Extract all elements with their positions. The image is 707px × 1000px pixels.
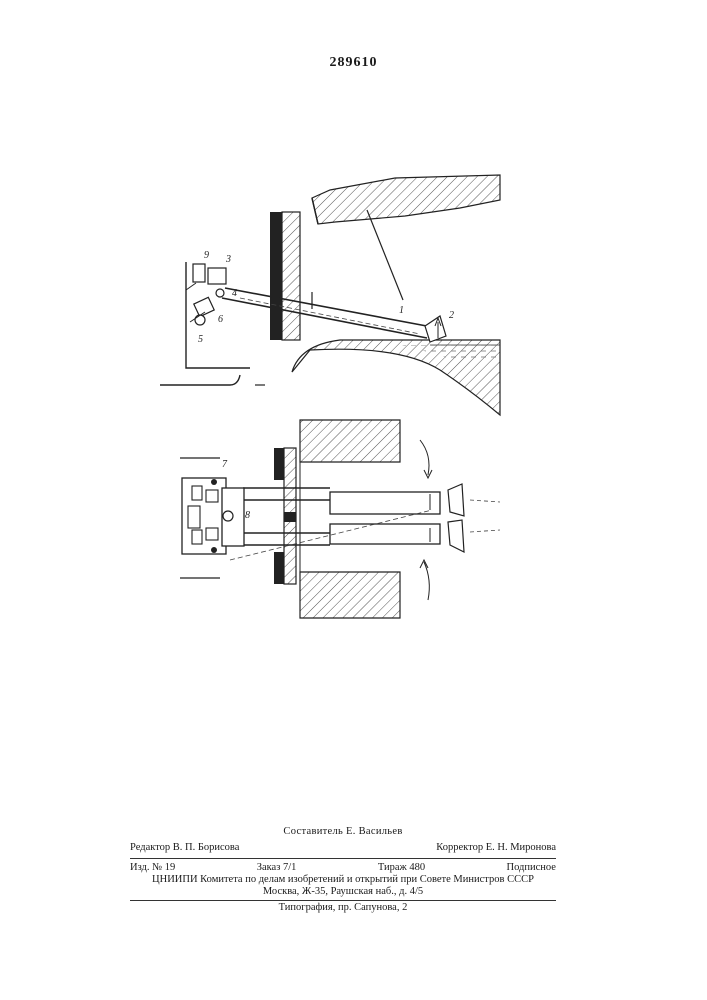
corrector: Корректор Е. Н. Миронова xyxy=(436,842,556,853)
divider-top xyxy=(130,858,556,859)
side-view: 9 3 4 6 5 1 2 xyxy=(160,175,500,415)
upper-rock xyxy=(300,420,400,462)
label-5: 5 xyxy=(198,334,203,345)
label-6: 6 xyxy=(218,314,223,325)
label-1: 1 xyxy=(399,305,404,316)
divider-bottom xyxy=(130,900,556,901)
rock-ceiling xyxy=(312,175,500,224)
credits-compiler-row: Составитель Е. Васильев xyxy=(130,826,556,837)
printing: Типография, пр. Сапунова, 2 xyxy=(130,902,556,913)
order: Заказ 7/1 xyxy=(257,862,297,873)
label-8: 8 xyxy=(245,510,250,521)
label-9: 9 xyxy=(204,250,209,261)
org-line2: Москва, Ж-35, Раушская наб., д. 4/5 xyxy=(130,886,556,897)
credits-org-row: ЦНИИПИ Комитета по делам изобретений и о… xyxy=(130,874,556,885)
wall-plate xyxy=(282,212,300,340)
credits-order-row: Изд. № 19 Заказ 7/1 Тираж 480 Подписное xyxy=(130,862,556,873)
editor: Редактор В. П. Борисова xyxy=(130,842,239,853)
credits-address-row: Москва, Ж-35, Раушская наб., д. 4/5 xyxy=(130,886,556,897)
order-no: Изд. № 19 xyxy=(130,862,175,873)
plan-view: 7 8 xyxy=(180,420,500,618)
label-4: 4 xyxy=(232,288,237,299)
subscription: Подписное xyxy=(507,862,556,873)
label-7: 7 xyxy=(222,459,228,470)
credits-printing-row: Типография, пр. Сапунова, 2 xyxy=(130,902,556,913)
compiler: Составитель Е. Васильев xyxy=(130,826,556,837)
label-3: 3 xyxy=(225,254,231,265)
label-2: 2 xyxy=(449,310,454,321)
print-run: Тираж 480 xyxy=(378,862,425,873)
org-line1: ЦНИИПИ Комитета по делам изобретений и о… xyxy=(130,874,556,885)
lower-rock xyxy=(300,572,400,618)
credits-editor-row: Редактор В. П. Борисова Корректор Е. Н. … xyxy=(130,842,556,853)
